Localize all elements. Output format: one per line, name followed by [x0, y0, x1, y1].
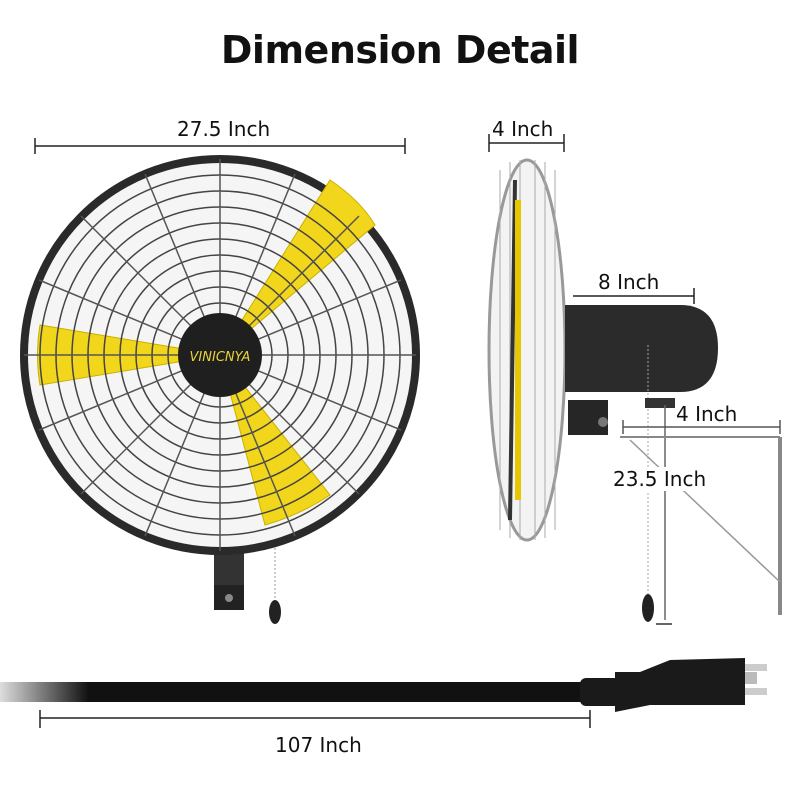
page-title: Dimension Detail [220, 28, 580, 72]
motor-depth-dimension-line [573, 288, 695, 304]
fan-side-view [487, 158, 782, 622]
brand-logo: VINICNYA [190, 350, 251, 365]
mount-height-label: 23.5 Inch [613, 467, 707, 491]
cord-length-label: 107 Inch [275, 733, 362, 757]
power-cord [0, 658, 767, 712]
cage-depth-label: 4 Inch [492, 117, 554, 141]
fan-diameter-dimension-line [34, 138, 406, 154]
cage-depth-dimension-line [488, 134, 565, 152]
cord-length-dimension-line [39, 710, 591, 728]
bracket-offset-dimension-line [622, 420, 781, 434]
fan-diameter-label: 27.5 Inch [177, 117, 271, 141]
bracket-offset-label: 4 Inch [676, 402, 738, 426]
motor-depth-label: 8 Inch [598, 270, 660, 294]
fan-front-view: VINICNYA [20, 155, 420, 624]
